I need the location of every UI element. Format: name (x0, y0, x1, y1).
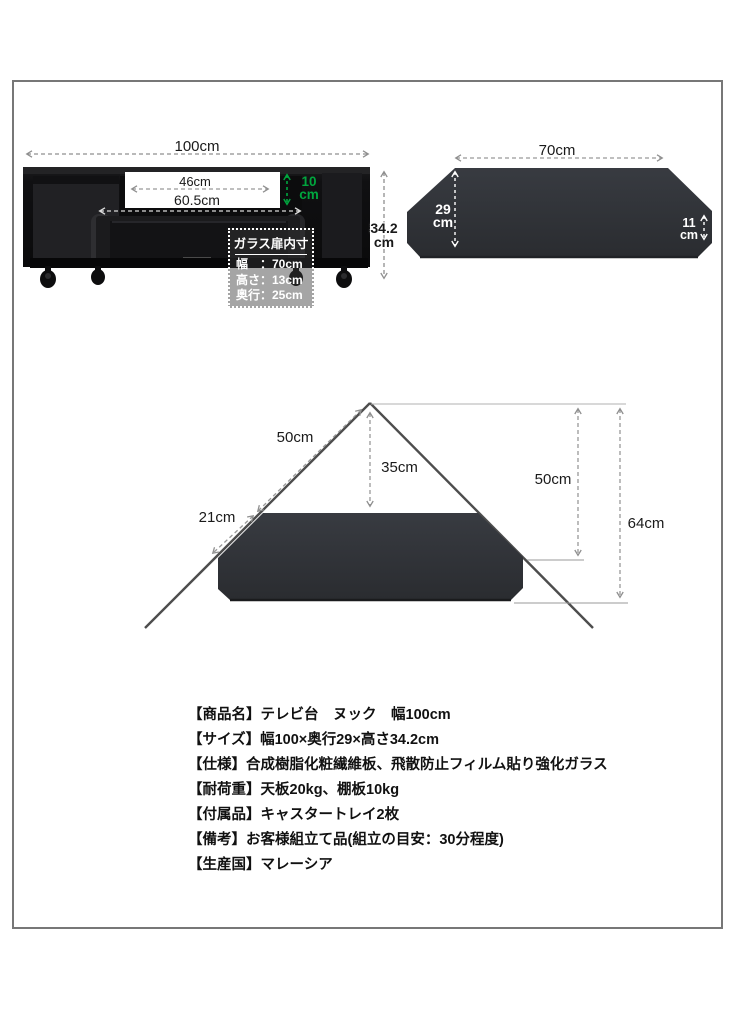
spec-line: 【耐荷重】天板20kg、棚板10kg (188, 782, 400, 798)
shelf-illustration (407, 158, 712, 259)
wall-upper-dim-label: 50cm (276, 429, 314, 446)
glass-box-title: ガラス扉内寸 (233, 237, 309, 251)
content-frame (12, 80, 723, 929)
spec-line: 【サイズ】幅100×奥行29×高さ34.2cm (188, 732, 439, 748)
tv-stand-illustration (23, 154, 384, 288)
right-inner-dim-label: 50cm (534, 471, 572, 488)
spec-line: 【仕様】合成樹脂化粧繊維板、飛散防止フィルム貼り強化ガラス (188, 757, 608, 773)
wall-lower-dim-label: 21cm (198, 509, 236, 526)
width-dim-label: 100cm (174, 138, 220, 155)
glass-box-row: 幅 ：70cm (236, 257, 303, 271)
spec-line: 【生産国】マレーシア (188, 857, 333, 873)
spec-line: 【付属品】キャスタートレイ2枚 (188, 807, 400, 823)
corner-diagram-illustration (144, 402, 628, 629)
glass-box-divider (235, 254, 307, 255)
device-width-dim-label: 60.5cm (174, 192, 220, 208)
glass-box-row: 奥行：25cm (236, 288, 303, 302)
apex-height-dim-label: 35cm (381, 459, 418, 476)
spec-line: 【商品名】テレビ台 ヌック 幅100cm (188, 707, 451, 723)
right-outer-dim-label: 64cm (627, 515, 665, 532)
shelf-width-dim-label: 70cm (538, 142, 576, 159)
spec-line: 【備考】お客様組立て品(組立の目安：30分程度) (188, 832, 504, 848)
product-spec-list: 【商品名】テレビ台 ヌック 幅100cm 【サイズ】幅100×奥行29×高さ34… (188, 703, 608, 878)
glass-box-row: 高さ：13cm (236, 272, 303, 287)
inner-width-dim-label: 46cm (179, 174, 211, 189)
glass-inner-box: ガラス扉内寸 幅 ：70cm 高さ：13cm 奥行：25cm (228, 228, 314, 308)
